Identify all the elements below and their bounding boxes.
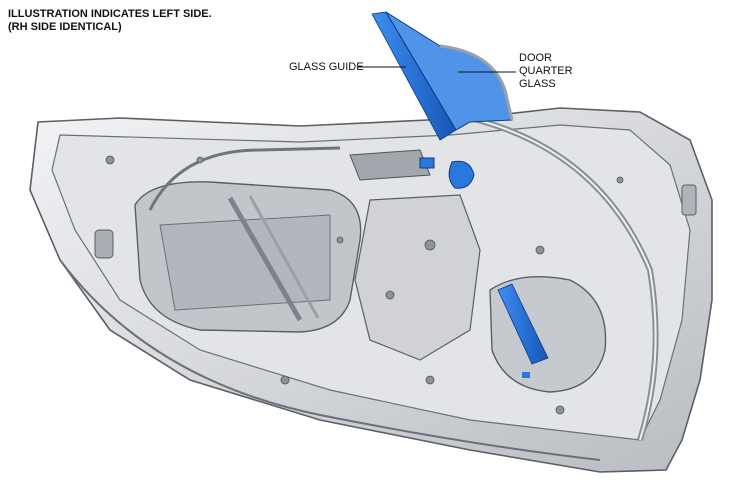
guide-clip bbox=[419, 157, 435, 169]
upper-bracket bbox=[349, 149, 431, 181]
regulator-rail-1 bbox=[227, 196, 303, 322]
caption-line-1: ILLUSTRATION INDICATES LEFT SIDE. bbox=[8, 8, 212, 20]
door-bottom-edge bbox=[59, 259, 601, 461]
door-quarter-glass-label-line-1: DOOR bbox=[519, 52, 552, 64]
door-quarter-glass-label-line-2: QUARTER bbox=[519, 65, 573, 77]
central-panel-stamping bbox=[354, 194, 481, 361]
glass-guide-lower bbox=[497, 283, 549, 365]
guide-clip-lower bbox=[522, 372, 530, 378]
glass-guide-label: GLASS GUIDE bbox=[289, 61, 364, 73]
door-quarter-glass-label: DOOR QUARTER GLASS bbox=[519, 52, 573, 91]
illustration-caption: ILLUSTRATION INDICATES LEFT SIDE. (RH SI… bbox=[8, 8, 212, 34]
regulator-rail-2 bbox=[248, 195, 320, 319]
control-cable bbox=[148, 146, 341, 211]
door-latch bbox=[681, 184, 697, 216]
door-quarter-glass-label-line-3: GLASS bbox=[519, 78, 556, 90]
caption-line-2: (RH SIDE IDENTICAL) bbox=[8, 21, 122, 33]
glass-guide-foot bbox=[448, 160, 475, 189]
hinge-mount bbox=[94, 229, 114, 259]
mounting-bolts bbox=[105, 155, 624, 415]
